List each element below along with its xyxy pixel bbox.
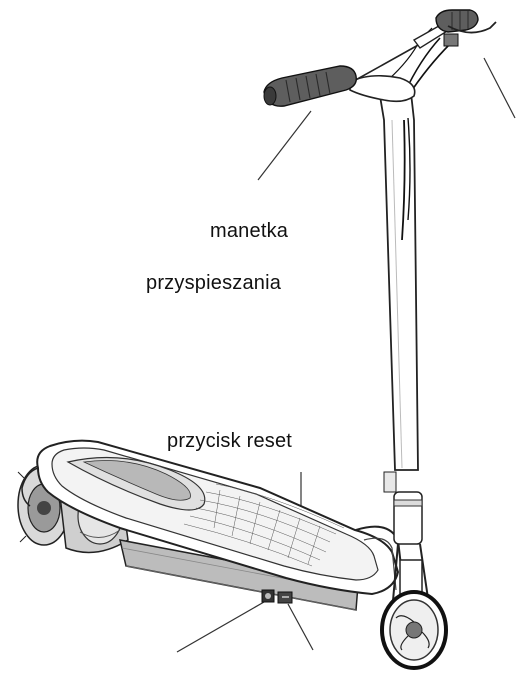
throttle-label-line1: manetka [210,220,288,243]
leader-line-charging-port [177,602,264,652]
charging-port [262,590,274,602]
leader-line-throttle [258,111,311,180]
throttle-grip [264,66,356,106]
throttle-label-line2: przyspieszania [146,272,281,295]
right-grip [436,10,478,32]
reset-button-label: przycisk reset [167,430,292,453]
handlebar [350,22,452,101]
front-wheel [382,592,446,668]
leader-line-brake-lever [484,58,515,118]
leader-line-power-switch [288,604,313,650]
power-switch [278,592,292,603]
